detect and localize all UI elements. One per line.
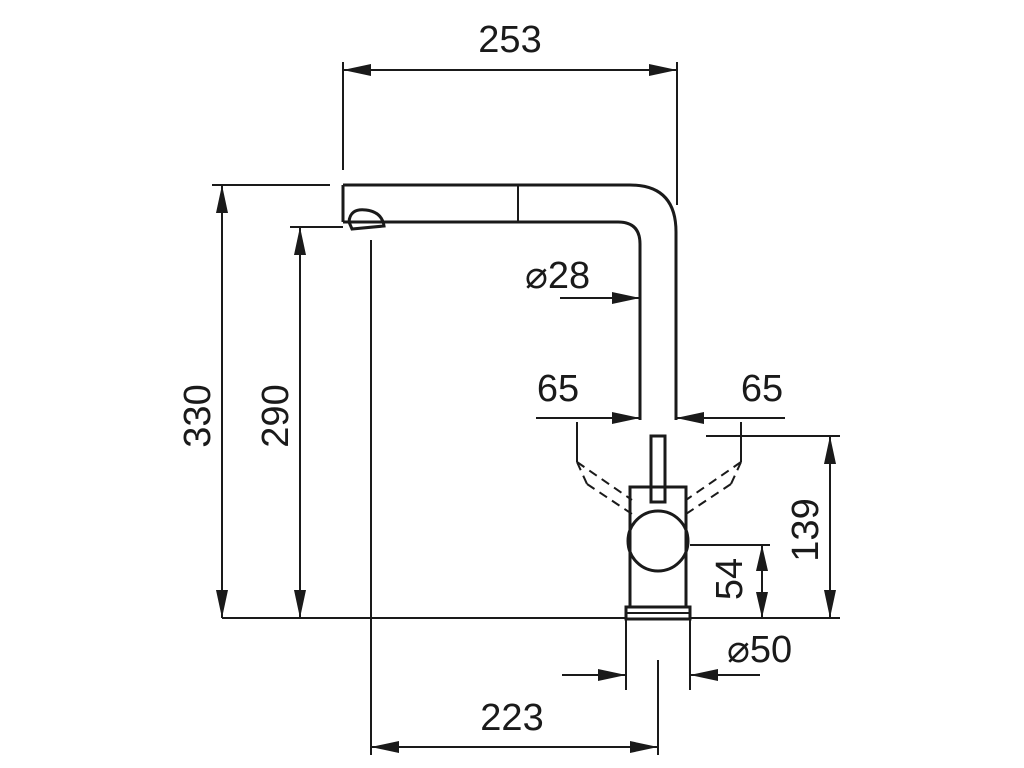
dim-body-small-height <box>690 544 770 618</box>
dim-spout-diameter <box>560 292 640 304</box>
label-handle-swing-right: 65 <box>741 368 783 410</box>
dim-overall-width <box>342 62 678 205</box>
dim-base-diameter <box>562 618 760 690</box>
dim-body-height <box>706 435 840 618</box>
label-base-diameter: ⌀50 <box>727 629 792 671</box>
label-reach: 223 <box>480 697 543 739</box>
dim-handle-swing <box>536 412 785 462</box>
handle-swing-right <box>685 461 742 515</box>
dim-reach <box>370 240 659 755</box>
label-spout-height: 290 <box>255 384 297 447</box>
handle-housing <box>628 485 688 609</box>
handle-knob <box>626 509 690 573</box>
handle-lever <box>649 434 667 504</box>
dim-overall-height <box>212 184 330 618</box>
label-body-small-height: 54 <box>709 558 751 600</box>
label-overall-height: 330 <box>177 384 219 447</box>
faucet-base <box>624 605 692 621</box>
label-spout-diameter: ⌀28 <box>525 255 590 297</box>
handle-swing-left <box>576 461 633 515</box>
faucet-outline <box>341 183 678 420</box>
label-handle-swing-left: 65 <box>537 368 579 410</box>
spray-nozzle <box>347 208 386 231</box>
label-overall-width: 253 <box>478 19 541 61</box>
label-body-height: 139 <box>785 498 827 561</box>
dim-spout-height <box>290 226 343 618</box>
